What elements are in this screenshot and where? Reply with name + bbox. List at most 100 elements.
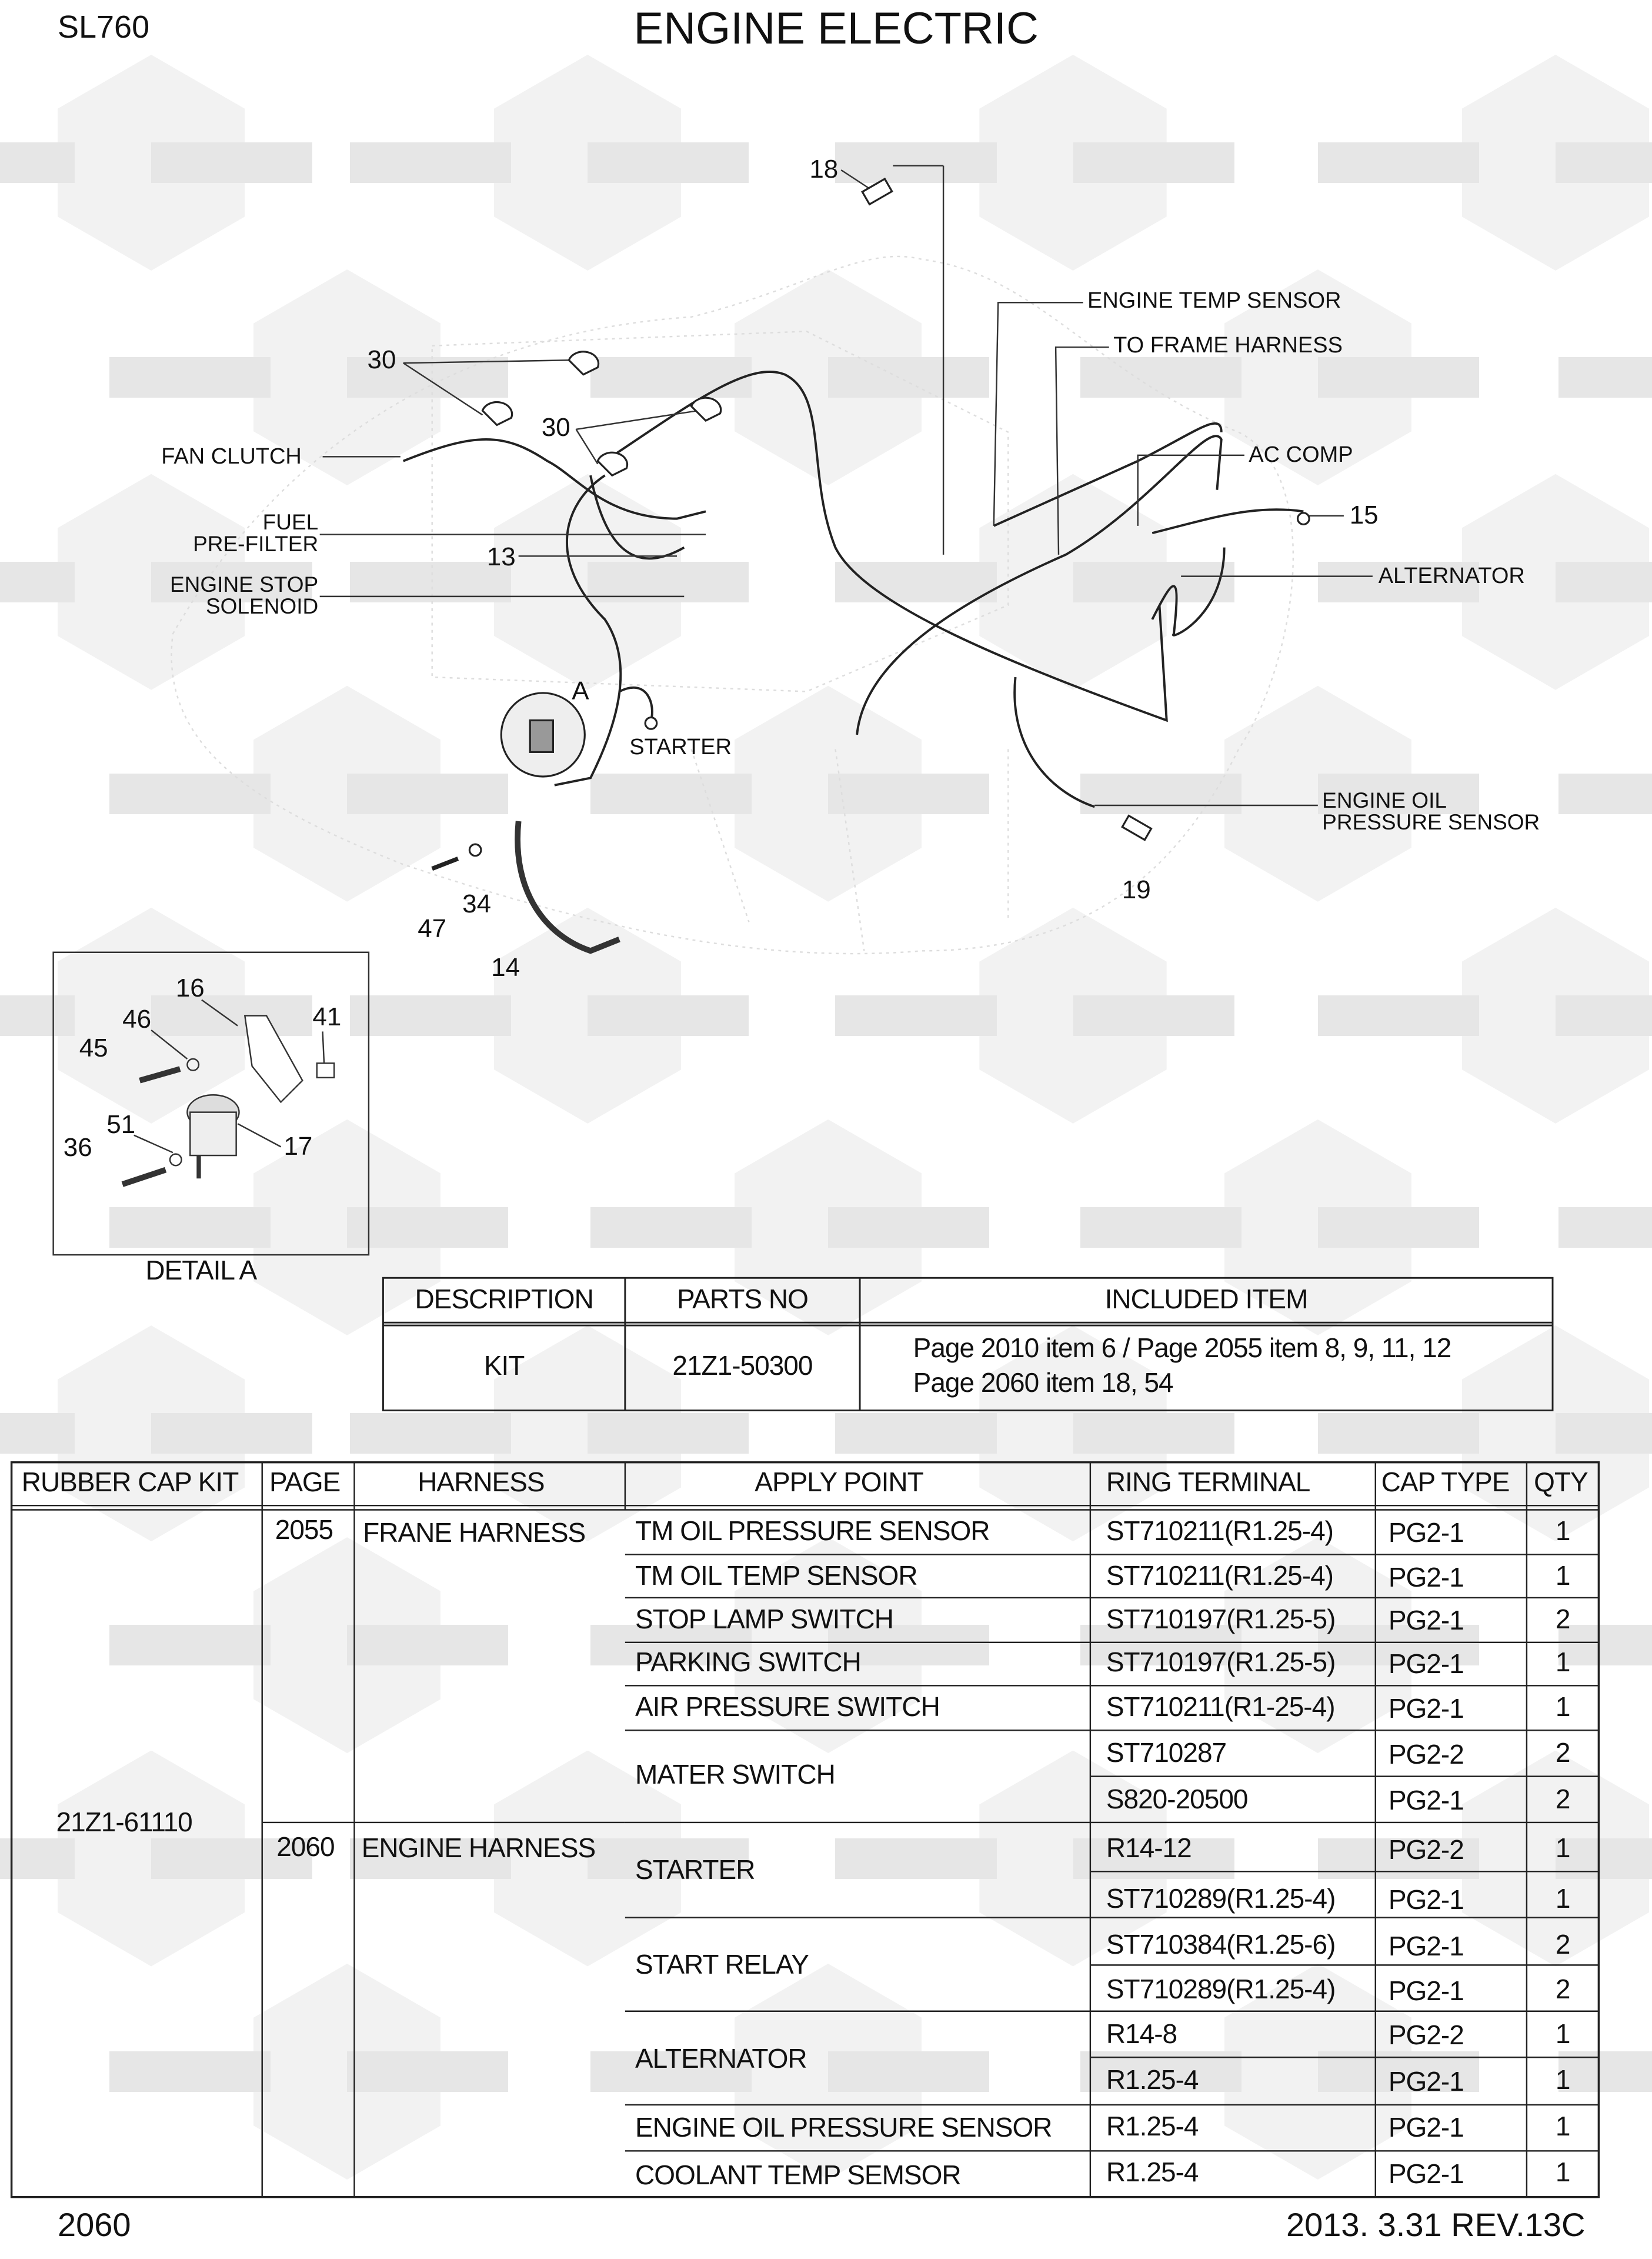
cap-type: PG2-2 [1388, 2020, 1464, 2051]
watermark-block-kompart [590, 357, 752, 398]
watermark-block-kompart [1317, 995, 1480, 1037]
label-to-frame-harness: TO FRAME HARNESS [1113, 333, 1343, 358]
ring-terminal: ST710287 [1106, 1737, 1227, 1768]
cap-header-kit: RUBBER CAP KIT [21, 1467, 239, 1498]
group-harness: FRANE HARNESS [363, 1517, 586, 1548]
watermark-block-compart [151, 142, 313, 184]
watermark-block-kompart [109, 774, 271, 815]
watermark-block-kompart [350, 995, 512, 1037]
watermark-block-kompart [350, 1413, 512, 1454]
watermark-block-compart [588, 1413, 749, 1454]
watermark-block-compart [347, 1207, 509, 1248]
watermark-block-kompart [590, 774, 752, 815]
cap-type: PG2-1 [1388, 2158, 1464, 2189]
ring-terminal: R1.25-4 [1106, 2064, 1199, 2095]
watermark-block-kompart [835, 142, 997, 184]
watermark-block-compart [151, 562, 313, 603]
apply-point: MATER SWITCH [635, 1759, 836, 1790]
label-engine-stop: ENGINE STOP [170, 572, 319, 597]
cap-type: PG2-1 [1388, 1517, 1464, 1548]
watermark-block-compart [1073, 142, 1234, 184]
rubber-cap-kit-no: 21Z1-61110 [56, 1807, 193, 1838]
kit-included-line-1: Page 2010 item 6 / Page 2055 item 8, 9, … [913, 1332, 1452, 1364]
kit-header-description: DESCRIPTION [415, 1284, 593, 1315]
qty: 1 [1555, 2110, 1571, 2141]
cap-type: PG2-1 [1388, 1561, 1464, 1592]
cap-type: PG2-1 [1388, 1975, 1464, 2006]
callout-36: 36 [63, 1133, 92, 1162]
cap-type: PG2-1 [1388, 2065, 1464, 2097]
qty: 1 [1555, 1560, 1571, 1591]
watermark-block-kompart [1080, 357, 1242, 398]
page-title: ENGINE ELECTRIC [633, 3, 1039, 54]
apply-point: TM OIL TEMP SENSOR [635, 1560, 918, 1591]
ring-terminal: ST710211(R1.25-4) [1106, 1560, 1334, 1591]
watermark-block-kompart [1317, 562, 1480, 603]
cap-header-cap-type: CAP TYPE [1381, 1467, 1510, 1498]
ring-terminal: S820-20500 [1106, 1783, 1249, 1814]
watermark-block-compart [1073, 562, 1234, 603]
kit-header-included-item: INCLUDED ITEM [1104, 1284, 1309, 1315]
watermark-block-kompart [350, 562, 512, 603]
watermark-block-kompart [1080, 774, 1242, 815]
cap-type: PG2-1 [1388, 1930, 1464, 1961]
cap-header-page: PAGE [269, 1467, 341, 1498]
cap-type: PG2-2 [1388, 1738, 1464, 1770]
watermark-block-kompart [1080, 2051, 1242, 2093]
label-engine-temp-sensor: ENGINE TEMP SENSOR [1087, 288, 1341, 314]
clamp-30 [690, 397, 722, 422]
watermark-block-kompart [109, 2051, 271, 2093]
clamp-30 [481, 401, 513, 427]
kit-table-grid [382, 1277, 1554, 1412]
temp-sender-18 [861, 177, 893, 206]
label-engine-stop-solenoid: ENGINE STOP SOLENOID [86, 574, 318, 617]
watermark-block-compart [588, 1838, 749, 1879]
qty: 1 [1555, 1832, 1571, 1864]
qty: 1 [1555, 2157, 1571, 2188]
detail-a-label: DETAIL A [145, 1255, 257, 1286]
watermark-block-compart [1317, 2051, 1480, 2093]
watermark-block-kompart [1080, 1207, 1242, 1248]
watermark-block-kompart [109, 1625, 271, 1666]
watermark-block-compart [347, 357, 509, 398]
watermark-block-compart [151, 1413, 313, 1454]
cap-type: PG2-1 [1388, 1605, 1464, 1636]
cap-type: PG2-1 [1388, 1692, 1464, 1724]
apply-point: COOLANT TEMP SEMSOR [635, 2160, 962, 2191]
cap-type: PG2-1 [1388, 2112, 1464, 2143]
cap-header-ring-terminal: RING TERMINAL [1106, 1467, 1311, 1498]
apply-point: STOP LAMP SWITCH [635, 1603, 894, 1634]
watermark-block-compart [828, 357, 990, 398]
callout-a: A [572, 677, 589, 706]
cap-type: PG2-1 [1388, 1785, 1464, 1816]
callout-18: 18 [809, 155, 839, 184]
watermark-block-compart [1555, 995, 1652, 1037]
label-alternator: ALTERNATOR [1378, 564, 1525, 588]
watermark-block-compart [1555, 562, 1652, 603]
label-engine-oil-pressure-sensor: ENGINE OIL PRESSURE SENSOR [1322, 789, 1540, 833]
callout-15: 15 [1349, 501, 1379, 530]
ring-terminal: ST710289(R1.25-4) [1106, 1974, 1336, 2005]
watermark-block-kompart [835, 1413, 997, 1454]
cap-header-harness: HARNESS [418, 1467, 545, 1498]
callout-41: 41 [312, 1002, 342, 1031]
kit-description: KIT [483, 1350, 525, 1381]
apply-point: START RELAY [635, 1949, 809, 1980]
watermark-block-kompart [1558, 1625, 1652, 1666]
oil-pressure-sensor-19 [1121, 814, 1153, 841]
ring-terminal: R1.25-4 [1106, 2157, 1199, 2188]
qty: 1 [1555, 1647, 1571, 1678]
watermark-block-compart [1555, 142, 1652, 184]
callout-34: 34 [462, 889, 492, 919]
ring-terminal: ST710211(R1.25-4) [1106, 1515, 1334, 1547]
watermark-block-kompart [1558, 1207, 1652, 1248]
watermark-block-compart [1317, 1625, 1480, 1666]
label-fuel: FUEL [262, 510, 319, 535]
callout-46: 46 [122, 1005, 152, 1034]
qty: 1 [1555, 2064, 1571, 2095]
apply-point: TM OIL PRESSURE SENSOR [635, 1515, 990, 1547]
ring-terminal: R14-8 [1106, 2018, 1177, 2050]
label-fan-clutch: FAN CLUTCH [161, 444, 302, 469]
